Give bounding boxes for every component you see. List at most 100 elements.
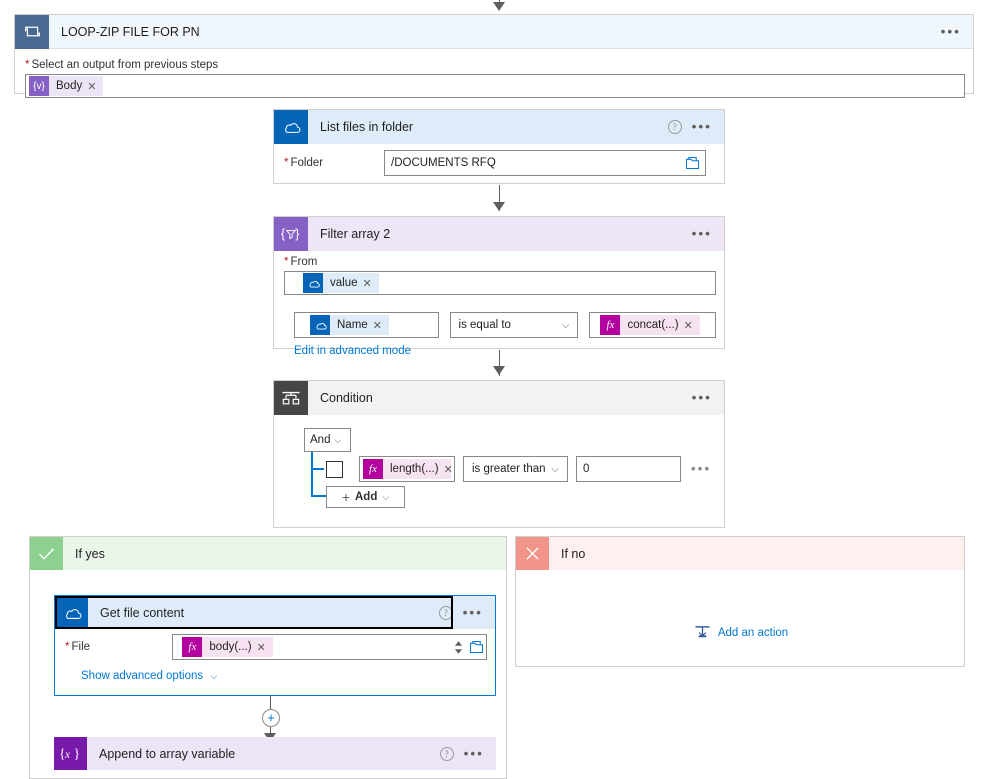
- folder-icon[interactable]: [686, 157, 699, 169]
- loop-card-title: LOOP-ZIP FILE FOR PN: [61, 24, 200, 39]
- list-files-title: List files in folder: [320, 120, 414, 134]
- onedrive-icon: [303, 273, 323, 293]
- fx-icon: fx: [600, 315, 621, 335]
- if-yes-header: If yes: [30, 537, 506, 570]
- append-array-variable-menu-button[interactable]: •••: [463, 745, 484, 761]
- condition-row-menu-button[interactable]: •••: [691, 461, 712, 476]
- insert-action-node[interactable]: +: [262, 709, 280, 727]
- arrow-line-1: [499, 185, 500, 211]
- list-files-header[interactable]: List files in folder ? •••: [274, 110, 724, 144]
- loop-card-header[interactable]: LOOP-ZIP FILE FOR PN •••: [15, 14, 973, 49]
- condition-operator-select[interactable]: is greater than ⌵: [463, 456, 568, 482]
- condition-value-input[interactable]: 0: [576, 456, 681, 482]
- cross-icon: [516, 537, 549, 570]
- folder-input-value: /DOCUMENTS RFQ: [391, 157, 496, 169]
- onedrive-icon: [55, 596, 88, 629]
- add-action-label: Add an action: [717, 627, 789, 639]
- help-icon[interactable]: ?: [438, 605, 453, 620]
- chevron-down-icon: ⌵: [382, 491, 390, 502]
- token-body-expression[interactable]: fx body(...) ✕: [182, 637, 273, 657]
- get-file-content-file-row: *File fx body(...) ✕: [55, 634, 497, 660]
- if-no-add-action-button[interactable]: Add an action: [516, 625, 966, 641]
- condition-icon: [274, 381, 308, 415]
- if-yes-title: If yes: [75, 546, 105, 561]
- filter-condition-row: Name ✕ is equal to ⌵ fx concat(...) ✕: [294, 312, 716, 338]
- token-concat[interactable]: fx concat(...) ✕: [600, 315, 700, 335]
- show-advanced-options-link[interactable]: Show advanced options ⌵: [81, 670, 218, 682]
- condition-title: Condition: [320, 391, 373, 405]
- from-label: *From: [284, 256, 318, 268]
- list-files-folder-row: *Folder /DOCUMENTS RFQ: [274, 150, 726, 176]
- if-yes-container: If yes Get file content ? ••• *File: [29, 536, 507, 779]
- stepper-icon[interactable]: [454, 640, 463, 655]
- svg-text:}: }: [73, 746, 80, 761]
- condition-logic-select[interactable]: And ⌵: [304, 428, 351, 452]
- condition-header-actions: •••: [691, 390, 724, 405]
- folder-icon[interactable]: [470, 641, 483, 653]
- svg-text:{: {: [59, 746, 66, 761]
- svg-text:}: }: [295, 227, 300, 241]
- token-name[interactable]: Name ✕: [310, 315, 389, 335]
- chevron-down-icon: ⌵: [210, 671, 218, 681]
- file-field-label: *File: [65, 641, 91, 653]
- condition-left-operand[interactable]: fx length(...) ✕: [359, 456, 455, 482]
- condition-add-button[interactable]: + Add ⌵: [326, 486, 405, 508]
- condition-tree-branch-2: [311, 495, 327, 497]
- filter-from-group: *From value ✕: [284, 256, 716, 295]
- token-length[interactable]: fx length(...) ✕: [363, 459, 453, 479]
- if-no-container: If no Add an action: [515, 536, 965, 667]
- condition-tree-trunk: [311, 452, 313, 497]
- filter-array-menu-button[interactable]: •••: [691, 226, 712, 241]
- token-body[interactable]: {v} Body ✕: [29, 76, 104, 96]
- chevron-down-icon: ⌵: [561, 319, 570, 331]
- foreach-loop-icon: [15, 14, 49, 49]
- required-indicator: *: [284, 157, 289, 169]
- condition-add-label: Add: [355, 491, 378, 503]
- loop-input-label: *Select an output from previous steps: [25, 59, 219, 71]
- filter-operator-select[interactable]: is equal to ⌵: [449, 312, 579, 338]
- filter-array-header-actions: •••: [691, 226, 724, 241]
- if-no-header: If no: [516, 537, 964, 570]
- loop-input-field[interactable]: {v} Body ✕: [25, 74, 965, 98]
- onedrive-icon: [274, 110, 308, 144]
- condition-menu-button[interactable]: •••: [691, 390, 712, 405]
- file-input[interactable]: fx body(...) ✕: [172, 634, 487, 660]
- checkmark-icon: [30, 537, 63, 570]
- token-remove-icon[interactable]: ✕: [443, 463, 453, 476]
- append-array-variable-card[interactable]: { x } Append to array variable ? •••: [54, 737, 496, 770]
- condition-row-checkbox[interactable]: [326, 460, 343, 478]
- filter-operator-value: is equal to: [458, 319, 511, 331]
- get-file-content-menu-button[interactable]: •••: [462, 604, 483, 620]
- filter-left-operand[interactable]: Name ✕: [294, 312, 439, 338]
- condition-tree-branch-1: [311, 468, 324, 470]
- folder-input[interactable]: /DOCUMENTS RFQ: [384, 150, 706, 176]
- svg-text:x: x: [64, 749, 70, 761]
- fx-icon: fx: [363, 459, 383, 479]
- edit-advanced-mode-link[interactable]: Edit in advanced mode: [294, 345, 411, 357]
- from-input[interactable]: value ✕: [284, 271, 716, 295]
- filter-right-operand[interactable]: fx concat(...) ✕: [589, 312, 716, 338]
- token-remove-icon[interactable]: ✕: [362, 277, 372, 290]
- loop-card: LOOP-ZIP FILE FOR PN ••• *Select an outp…: [14, 14, 974, 98]
- token-remove-icon[interactable]: ✕: [87, 80, 97, 93]
- token-remove-icon[interactable]: ✕: [372, 319, 382, 332]
- token-remove-icon[interactable]: ✕: [683, 319, 693, 332]
- fx-icon: fx: [182, 637, 203, 657]
- get-file-content-header[interactable]: Get file content ? •••: [55, 596, 495, 629]
- get-file-content-header-actions: ? •••: [438, 604, 495, 620]
- condition-logic-value: And: [310, 434, 331, 446]
- loop-menu-button[interactable]: •••: [940, 23, 961, 39]
- required-indicator: *: [284, 256, 289, 268]
- filter-array-header[interactable]: { } Filter array 2 •••: [274, 217, 724, 251]
- variable-icon: {v}: [29, 76, 49, 96]
- help-icon[interactable]: ?: [667, 120, 682, 134]
- required-indicator: *: [65, 641, 70, 653]
- token-value[interactable]: value ✕: [303, 273, 379, 293]
- list-files-menu-button[interactable]: •••: [691, 119, 712, 134]
- token-remove-icon[interactable]: ✕: [256, 641, 266, 654]
- loop-header-actions: •••: [940, 23, 973, 39]
- get-file-content-card: Get file content ? ••• *File fx body(...…: [54, 595, 496, 696]
- help-icon[interactable]: ?: [439, 746, 454, 761]
- condition-header[interactable]: Condition •••: [274, 381, 724, 415]
